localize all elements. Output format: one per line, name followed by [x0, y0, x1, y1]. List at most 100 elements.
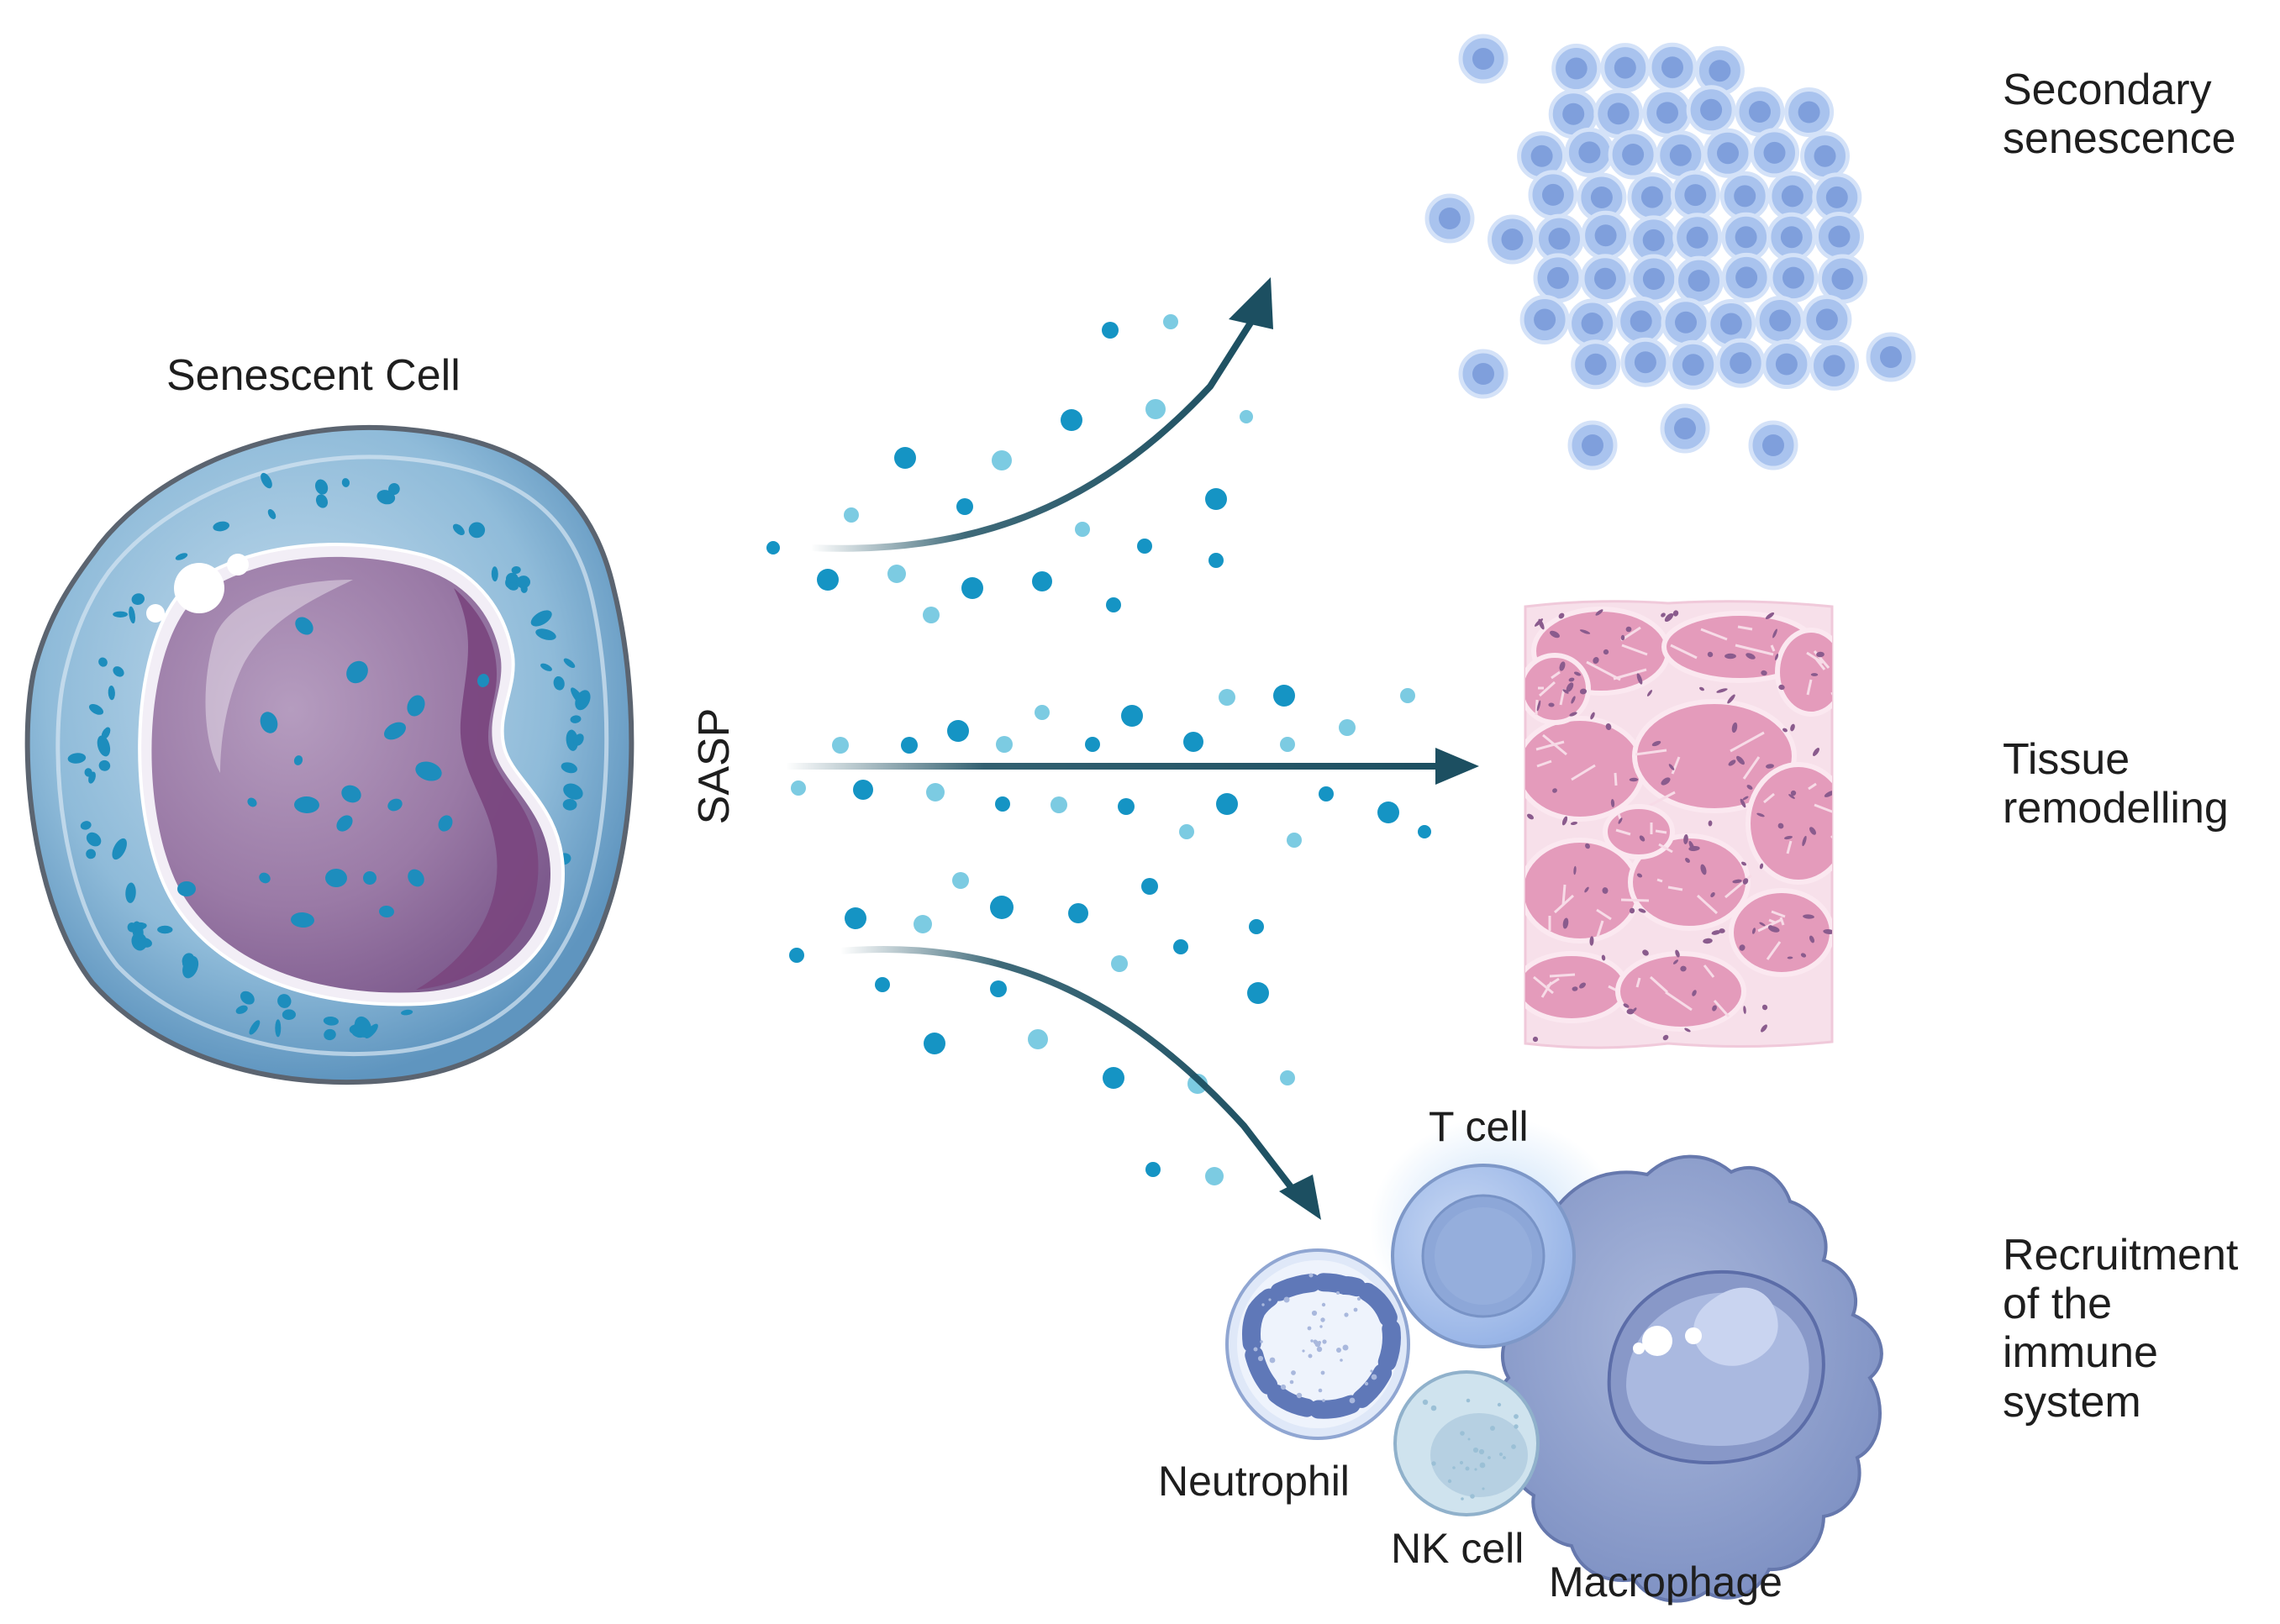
- tissue-nucleus: [1661, 777, 1671, 786]
- muscle-bundle: [1628, 833, 1751, 931]
- muscle-fiber-line: [1766, 941, 1782, 960]
- nucleus-granule: [259, 872, 271, 884]
- nucleus-granule: [415, 761, 442, 781]
- nk-granule: [1511, 1444, 1516, 1449]
- nk-granule: [1498, 1452, 1503, 1457]
- tissue-nucleus: [1711, 930, 1721, 935]
- cytoplasm-granule: [315, 479, 329, 495]
- muscle-fiber-line: [1703, 964, 1715, 978]
- cytoplasm-granule: [535, 628, 556, 640]
- cluster-cell-nucleus: [1815, 308, 1838, 331]
- cluster-cell-nucleus: [1686, 226, 1709, 249]
- sasp-particle: [1339, 719, 1356, 736]
- neutrophil-granule: [1253, 1347, 1258, 1352]
- cytoplasm-granule: [553, 675, 565, 691]
- sasp-particle: [1028, 1029, 1048, 1049]
- sasp-particle: [844, 507, 859, 523]
- nucleus-granule: [384, 722, 406, 740]
- cluster-cell-nucleus: [1534, 308, 1556, 331]
- sasp-particle: [817, 569, 839, 591]
- cytoplasm-granule: [324, 1028, 336, 1041]
- sasp-particle: [914, 915, 932, 933]
- sasp-particle: [956, 498, 973, 515]
- tissue-nucleus: [1571, 696, 1576, 704]
- muscle-fiber-line: [1586, 660, 1621, 681]
- cluster-cell-nucleus: [1682, 354, 1704, 376]
- tissue-nucleus: [1526, 813, 1535, 820]
- sasp-particle: [1377, 801, 1399, 823]
- cluster-cell-nucleus: [1582, 434, 1603, 456]
- nk-granule: [1447, 1479, 1452, 1484]
- neutrophil-granule: [1296, 1392, 1303, 1399]
- tissue-remodelling-illustration: [1524, 600, 1834, 1049]
- muscle-fiber-line: [1670, 644, 1698, 660]
- tissue-nucleus: [1629, 907, 1635, 914]
- nucleus-granule: [294, 796, 319, 814]
- tissue-nucleus: [1710, 892, 1715, 897]
- tissue-nucleus: [1584, 886, 1589, 893]
- cytoplasm-granule: [563, 783, 583, 800]
- sasp-particle: [1183, 732, 1203, 752]
- cluster-cell-nucleus: [1775, 353, 1798, 376]
- tissue-nucleus: [1790, 723, 1795, 732]
- nk-granule: [1431, 1461, 1436, 1466]
- muscle-fiber-line: [1806, 651, 1824, 665]
- tissue-nucleus: [1778, 684, 1785, 691]
- cluster-cell-nucleus: [1675, 311, 1697, 334]
- muscle-fiber-line: [1700, 628, 1728, 641]
- sasp-particle: [1137, 539, 1152, 554]
- tissue-nucleus: [1790, 790, 1797, 796]
- tissue-nucleus: [1802, 835, 1807, 847]
- recruitment-line-3: immune: [2003, 1328, 2158, 1378]
- neutrophil-granule: [1302, 1349, 1305, 1353]
- tissue-nucleus: [1573, 671, 1582, 676]
- tissue-nucleus: [1661, 612, 1666, 618]
- cluster-cell-nucleus: [1734, 185, 1756, 208]
- tissue-nucleus: [1595, 609, 1603, 616]
- tissue-nucleus: [1651, 740, 1661, 747]
- neutrophil-granule: [1320, 1370, 1325, 1375]
- cytoplasm-granule: [97, 735, 111, 757]
- sasp-particle: [832, 737, 849, 754]
- neutrophil-granule: [1260, 1340, 1263, 1343]
- cluster-cell-nucleus: [1584, 353, 1607, 376]
- muscle-fiber-line: [1735, 644, 1774, 656]
- tissue-nucleus: [1589, 936, 1594, 946]
- cluster-cell-nucleus: [1823, 355, 1846, 377]
- tissue-nucleus: [1816, 651, 1825, 658]
- nucleus-granule: [295, 617, 313, 635]
- sasp-particle: [1068, 903, 1088, 923]
- muscle-fiber-line: [1671, 756, 1681, 775]
- cluster-cell-nucleus: [1674, 418, 1696, 439]
- cytoplasm-granule: [88, 703, 104, 715]
- tissue-nucleus: [1692, 990, 1697, 996]
- sasp-particle: [1032, 571, 1052, 591]
- tissue-nucleus: [1742, 878, 1749, 885]
- muscle-fiber-line: [1540, 981, 1553, 998]
- sasp-particle: [1163, 314, 1178, 329]
- sasp-particle: [1205, 1167, 1224, 1185]
- muscle-bundle: [1615, 951, 1746, 1032]
- muscle-fiber-line: [1535, 699, 1539, 716]
- secondary-senescence-cluster: [1424, 34, 1916, 470]
- tissue-nucleus: [1777, 823, 1784, 829]
- sasp-particle: [875, 977, 890, 992]
- neutrophil-granule: [1269, 1357, 1276, 1364]
- tissue-nucleus: [1809, 827, 1816, 835]
- tissue-nucleus: [1746, 785, 1753, 790]
- tissue-nucleus: [1772, 628, 1777, 639]
- muscle-fiber-line: [1571, 764, 1596, 781]
- tissue-nucleus: [1593, 657, 1599, 664]
- tissue-nucleus: [1707, 651, 1714, 658]
- cytoplasm-granule: [175, 553, 188, 560]
- neutrophil-granule: [1308, 1353, 1313, 1359]
- muscle-bundle: [1632, 699, 1797, 813]
- tissue-nucleus: [1672, 959, 1679, 964]
- tissue-nucleus: [1766, 764, 1774, 769]
- sasp-particle: [1249, 919, 1264, 934]
- tissue-nucleus: [1716, 688, 1728, 693]
- cluster-cell-nucleus: [1472, 48, 1494, 70]
- cluster-cell-nucleus: [1782, 266, 1804, 289]
- tissue-nucleus: [1562, 689, 1569, 694]
- tissue-remodelling-label: Tissue remodelling: [2003, 735, 2229, 833]
